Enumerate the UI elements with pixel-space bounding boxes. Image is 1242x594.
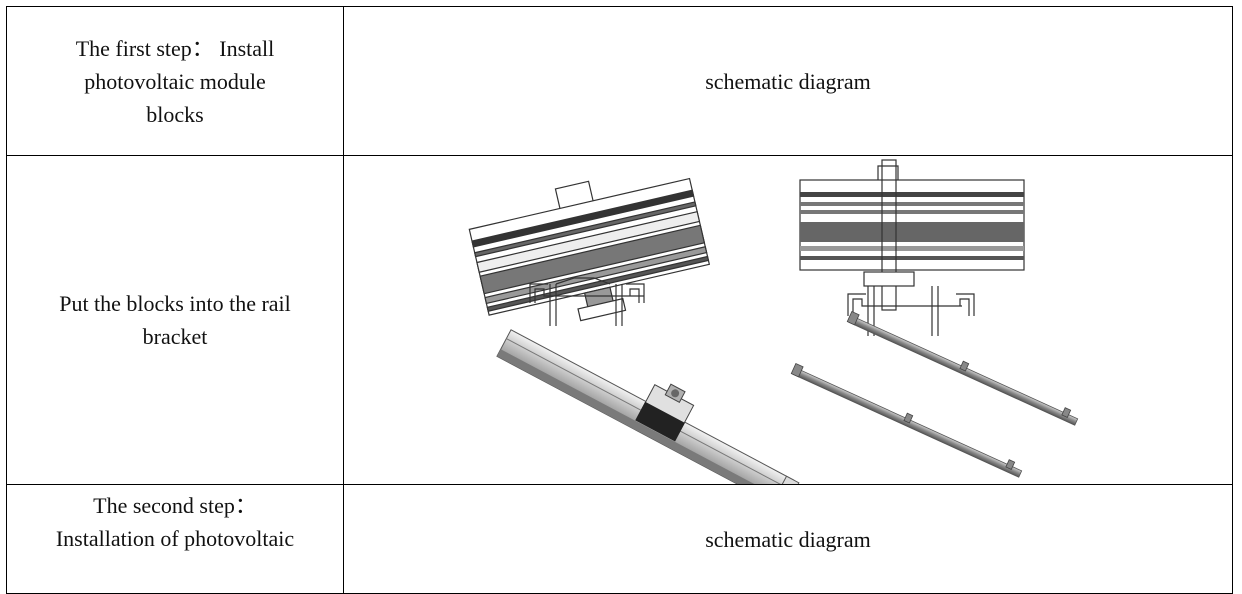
schematic-figure <box>468 159 1079 484</box>
step-cell: Put the blocks into the rail bracket <box>6 155 344 485</box>
table-row: The second step： Installation of photovo… <box>6 484 1233 594</box>
front-clamp-section <box>799 159 1025 336</box>
clamp-on-rail-3d <box>496 329 800 484</box>
step-one-title: The first step： Install photovoltaic mod… <box>75 35 275 127</box>
tilted-clamp-section <box>468 177 711 326</box>
schematic-diagram-label: schematic diagram <box>705 68 871 94</box>
rails-with-blocks <box>790 311 1079 478</box>
figure-cell <box>343 155 1233 485</box>
instruction-table: The first step： Install photovoltaic mod… <box>6 6 1233 594</box>
table-row: The first step： Install photovoltaic mod… <box>6 6 1233 156</box>
header-cell: schematic diagram <box>343 484 1233 594</box>
header-cell: schematic diagram <box>343 6 1233 156</box>
step-two-title: The second step： Installation of photovo… <box>55 493 295 551</box>
step-cell: The first step： Install photovoltaic mod… <box>6 6 344 156</box>
step-instruction: Put the blocks into the rail bracket <box>59 291 291 349</box>
step-cell: The second step： Installation of photovo… <box>6 484 344 594</box>
schematic-diagram-label: schematic diagram <box>705 526 871 552</box>
table-row: Put the blocks into the rail bracket <box>6 155 1233 485</box>
